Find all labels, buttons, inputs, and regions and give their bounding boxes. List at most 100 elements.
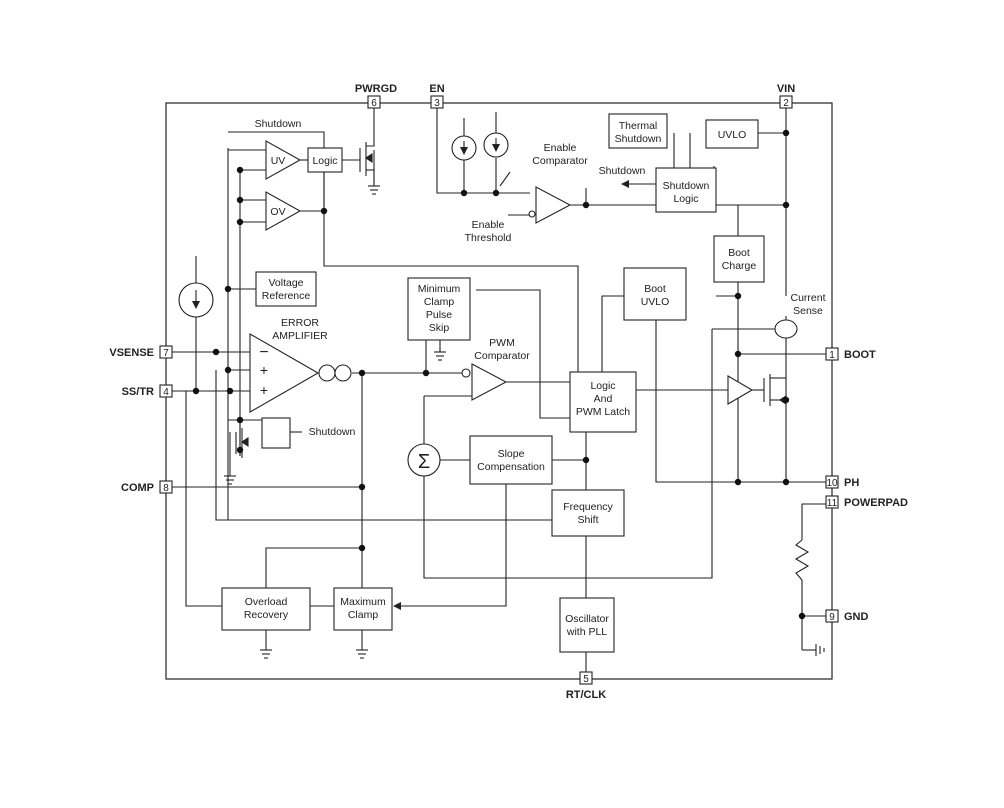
enable-comparator-label-1: Enable [544, 142, 577, 154]
pin-numbers: 6 3 2 7 4 8 1 10 11 9 5 [163, 98, 838, 685]
uvlo-block [705, 119, 759, 149]
block-labels: Logic UV OV Voltage Reference Thermal Sh… [244, 120, 757, 638]
junction-dots [192, 129, 806, 620]
error-amp-output-circle-1 [318, 364, 336, 382]
blocks [178, 113, 810, 653]
ground-icon [260, 649, 272, 659]
pwm-comparator-label-1: PWM [489, 337, 515, 349]
oscillator-label-2: with PLL [566, 626, 607, 638]
voltage-reference-label-1: Voltage [268, 277, 303, 289]
ss-transistor-box [261, 417, 291, 449]
ground-icon [356, 649, 368, 659]
current-sense-ellipse [774, 319, 798, 339]
pin-label-vin: VIN [777, 83, 795, 95]
min-clamp-label-4: Skip [429, 322, 450, 334]
uvlo-label: UVLO [718, 129, 747, 141]
error-amplifier-label-1: ERROR [281, 317, 319, 329]
boot-charge-label-1: Boot [728, 247, 750, 259]
overload-recovery-block [221, 587, 311, 631]
shutdown-ss-label: Shutdown [309, 426, 356, 438]
slope-compensation-block [469, 435, 553, 485]
free-labels: Shutdown Enable Comparator Shutdown Enab… [255, 118, 826, 473]
enable-threshold-label-2: Threshold [465, 232, 512, 244]
oscillator-block [559, 597, 615, 653]
pin-label-vsense: VSENSE [109, 347, 154, 359]
pwm-comparator [471, 363, 508, 401]
enable-comparator-label-2: Comparator [532, 155, 588, 167]
uv-label: UV [271, 155, 286, 167]
pin-label-sstr: SS/TR [122, 386, 154, 398]
gate-driver [727, 375, 754, 405]
maximum-clamp-label-2: Clamp [348, 609, 379, 621]
error-amp-plus-sign-1: + [260, 362, 268, 378]
pwm-comparator-label-2: Comparator [474, 350, 530, 362]
shutdown-arrow-label: Shutdown [599, 165, 646, 177]
pin-num-pwrgd: 6 [371, 98, 377, 109]
sigma-icon: Σ [418, 451, 430, 473]
shutdown-top-label: Shutdown [255, 118, 302, 130]
overload-recovery-label-2: Recovery [244, 609, 289, 621]
ss-mosfet [235, 428, 249, 458]
voltage-reference-label-2: Reference [262, 290, 311, 302]
ground-icon [368, 185, 380, 195]
pin-num-en: 3 [434, 98, 440, 109]
error-amplifier [249, 333, 320, 413]
shutdown-logic-block [655, 167, 717, 213]
enable-switch [499, 171, 511, 187]
pin-num-boot: 1 [829, 350, 835, 361]
pin-label-ph: PH [844, 477, 859, 489]
uv-comparator [265, 140, 302, 180]
pwm-comp-invert-bubble [461, 368, 471, 378]
ov-label: OV [270, 206, 285, 218]
boot-charge-block [713, 235, 765, 283]
pin-label-comp: COMP [121, 482, 154, 494]
pin-num-sstr: 4 [163, 387, 169, 398]
boot-uvlo-label-2: UVLO [641, 296, 670, 308]
ground-icon [224, 475, 236, 485]
ov-comparator [265, 191, 302, 231]
frequency-shift-label-1: Frequency [563, 501, 613, 513]
pin-num-vin: 2 [783, 98, 789, 109]
enable-threshold-label-1: Enable [472, 219, 505, 231]
pin-label-gnd: GND [844, 611, 869, 623]
slope-comp-label-2: Compensation [477, 461, 545, 473]
error-amplifier-label-2: AMPLIFIER [272, 330, 328, 342]
pin-label-boot: BOOT [844, 349, 876, 361]
min-clamp-label-3: Pulse [426, 309, 452, 321]
pin-label-en: EN [429, 83, 444, 95]
pin-label-rtclk: RT/CLK [566, 689, 606, 701]
voltage-reference-block [255, 271, 317, 307]
error-amp-minus-sign: − [259, 344, 268, 361]
error-amp-plus-sign-2: + [260, 382, 268, 398]
slope-comp-label-1: Slope [498, 448, 525, 460]
enable-comp-invert-bubble [528, 210, 536, 218]
min-clamp-label-2: Clamp [424, 296, 455, 308]
current-sense-label-1: Current [790, 292, 825, 304]
pin-num-gnd: 9 [829, 612, 835, 623]
logic-label: Logic [312, 155, 337, 167]
shutdown-logic-label-2: Logic [673, 193, 698, 205]
shutdown-logic-label-1: Shutdown [663, 180, 710, 192]
pin-labels: PWRGD EN VIN VSENSE SS/TR COMP BOOT PH P… [109, 83, 908, 701]
boot-uvlo-block [623, 267, 687, 321]
pin-num-powerpad: 11 [827, 498, 838, 509]
maximum-clamp-block [333, 587, 393, 631]
pin-label-powerpad: POWERPAD [844, 497, 908, 509]
logic-pwm-label-3: PWM Latch [576, 406, 630, 418]
error-amp-output-circle-2 [334, 364, 352, 382]
thermal-shutdown-label-2: Shutdown [615, 133, 662, 145]
pin-num-rtclk: 5 [583, 674, 589, 685]
current-sense-label-2: Sense [793, 305, 823, 317]
logic-block [307, 147, 343, 173]
summing-node [407, 443, 441, 477]
min-clamp-block [407, 277, 471, 341]
boot-charge-label-2: Charge [722, 260, 757, 272]
ground-icon [802, 644, 825, 656]
resistor [794, 539, 810, 581]
pwrgd-mosfet [359, 140, 375, 176]
thermal-shutdown-block [608, 113, 668, 149]
ground-symbols [224, 185, 825, 659]
frequency-shift-label-2: Shift [577, 514, 598, 526]
oscillator-label-1: Oscillator [565, 613, 609, 625]
